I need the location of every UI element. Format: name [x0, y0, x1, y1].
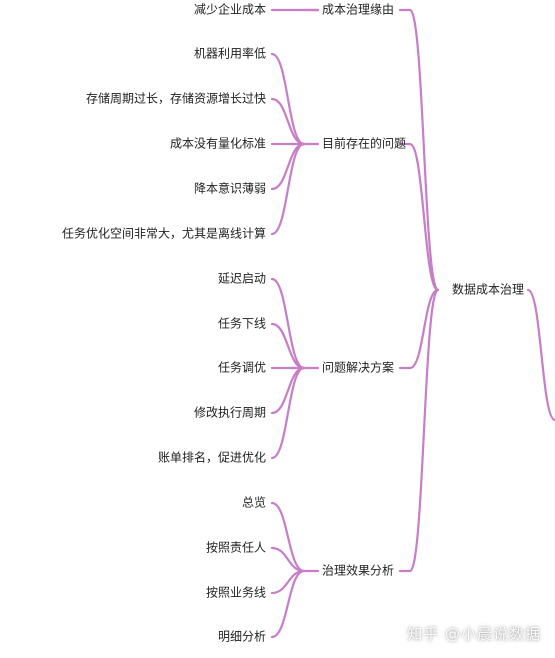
leaf-node-label: 任务调优 — [218, 360, 266, 375]
root-node-label: 数据成本治理 — [452, 282, 524, 297]
leaf-node-label: 按照业务线 — [206, 585, 266, 600]
connector-lines — [270, 8, 555, 639]
branch-to-root-edge — [408, 288, 440, 370]
branch-to-root-edge — [408, 8, 440, 292]
leaf-to-branch-edge — [270, 277, 306, 370]
branch-node-label: 问题解决方案 — [322, 360, 394, 375]
leaf-node-label: 机器利用率低 — [194, 46, 266, 61]
leaf-node-label: 任务优化空间非常大，尤其是离线计算 — [62, 226, 266, 241]
leaf-to-branch-edge — [270, 142, 306, 236]
root-outgoing-edge — [526, 288, 555, 422]
leaf-to-branch-edge — [270, 52, 306, 146]
leaf-node-label: 总览 — [242, 495, 266, 510]
branch-node-label: 成本治理缘由 — [322, 3, 394, 17]
leaf-to-branch-edge — [270, 97, 306, 146]
leaf-node-label: 成本没有量化标准 — [170, 136, 266, 151]
watermark: 知乎 @小晨说数据 — [407, 625, 541, 643]
leaf-node-label: 延迟启动 — [218, 272, 266, 286]
leaf-to-branch-edge — [270, 142, 306, 191]
leaf-to-branch-edge — [270, 366, 306, 460]
leaf-node-label: 按照责任人 — [206, 541, 266, 555]
leaf-to-branch-edge — [270, 501, 306, 573]
branch-to-root-edge — [408, 142, 440, 292]
branch-node-label: 目前存在的问题 — [322, 136, 406, 151]
leaf-to-branch-edge — [270, 322, 306, 370]
leaf-node-label: 修改执行周期 — [194, 405, 266, 420]
leaf-to-branch-edge — [270, 569, 306, 639]
branch-node-label: 治理效果分析 — [322, 563, 394, 578]
leaf-node-label: 降本意识薄弱 — [194, 181, 266, 196]
leaf-node-label: 账单排名，促进优化 — [158, 450, 266, 465]
leaf-node-label: 存储周期过长，存储资源增长过快 — [86, 91, 266, 106]
leaf-node-label: 减少企业成本 — [194, 2, 266, 17]
leaf-node-label: 明细分析 — [218, 630, 266, 644]
leaf-node-label: 任务下线 — [218, 316, 266, 331]
branch-to-root-edge — [408, 288, 440, 573]
leaf-to-branch-edge — [270, 366, 306, 415]
